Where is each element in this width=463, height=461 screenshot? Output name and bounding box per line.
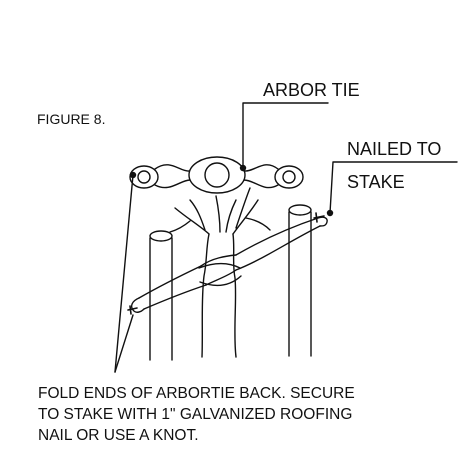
arbor-tie-leader bbox=[242, 102, 329, 169]
branch-mid bbox=[215, 195, 237, 233]
tree bbox=[169, 187, 271, 358]
leader-lines bbox=[114, 102, 458, 373]
tie-left-ring bbox=[137, 170, 151, 184]
fold-ends-leader-right bbox=[114, 314, 134, 373]
tie-center-ring bbox=[204, 162, 230, 188]
note-line: FOLD ENDS OF ARBORTIE BACK. SECURE bbox=[38, 385, 355, 402]
left-stake bbox=[149, 230, 173, 361]
trunk-right bbox=[232, 233, 237, 358]
instruction-note: FOLD ENDS OF ARBORTIE BACK. SECURE TO ST… bbox=[38, 383, 355, 446]
arbor-tie-detail bbox=[129, 156, 304, 194]
tie-strap-right-upper bbox=[243, 164, 279, 172]
nailed-to-stake-dot bbox=[326, 209, 334, 217]
right-stake bbox=[288, 204, 312, 357]
nail-left bbox=[127, 305, 138, 315]
strap-wrap-bottom bbox=[205, 269, 237, 286]
nail-right bbox=[313, 212, 325, 223]
tie-right-loop bbox=[274, 165, 304, 189]
fold-ends-leader-left bbox=[114, 174, 134, 373]
strap-left-lower bbox=[143, 284, 207, 310]
figure-label: FIGURE 8. bbox=[37, 111, 106, 127]
strap-left-fold bbox=[130, 297, 145, 313]
trunk-left bbox=[201, 233, 210, 358]
nailed-to-stake-leader bbox=[329, 161, 458, 214]
tie-left-loop bbox=[129, 165, 159, 189]
strap bbox=[130, 216, 328, 313]
note-line: NAIL OR USE A KNOT. bbox=[38, 427, 199, 444]
strap-wrap-band bbox=[198, 262, 242, 287]
tie-strap-left-upper bbox=[154, 164, 190, 172]
strap-right-lower bbox=[235, 225, 321, 271]
note-line: TO STAKE WITH 1" GALVANIZED ROOFING bbox=[38, 406, 353, 423]
nailed-to-callout-line2: STAKE bbox=[347, 172, 405, 192]
strap-right-upper bbox=[235, 217, 319, 256]
arbor-tie-callout: ARBOR TIE bbox=[263, 80, 360, 100]
tie-strap-left-lower bbox=[154, 179, 191, 189]
branch-right bbox=[232, 187, 271, 235]
strap-left-upper bbox=[138, 265, 202, 299]
strap-wrap-top bbox=[200, 254, 237, 267]
tie-center-loop bbox=[188, 156, 246, 194]
strap-right-fold bbox=[317, 216, 328, 227]
nails bbox=[127, 212, 325, 315]
nailed-to-callout-line1: NAILED TO bbox=[347, 139, 442, 159]
tie-right-ring bbox=[282, 170, 296, 184]
branch-left bbox=[169, 199, 210, 235]
tie-strap-right-lower bbox=[243, 179, 279, 189]
